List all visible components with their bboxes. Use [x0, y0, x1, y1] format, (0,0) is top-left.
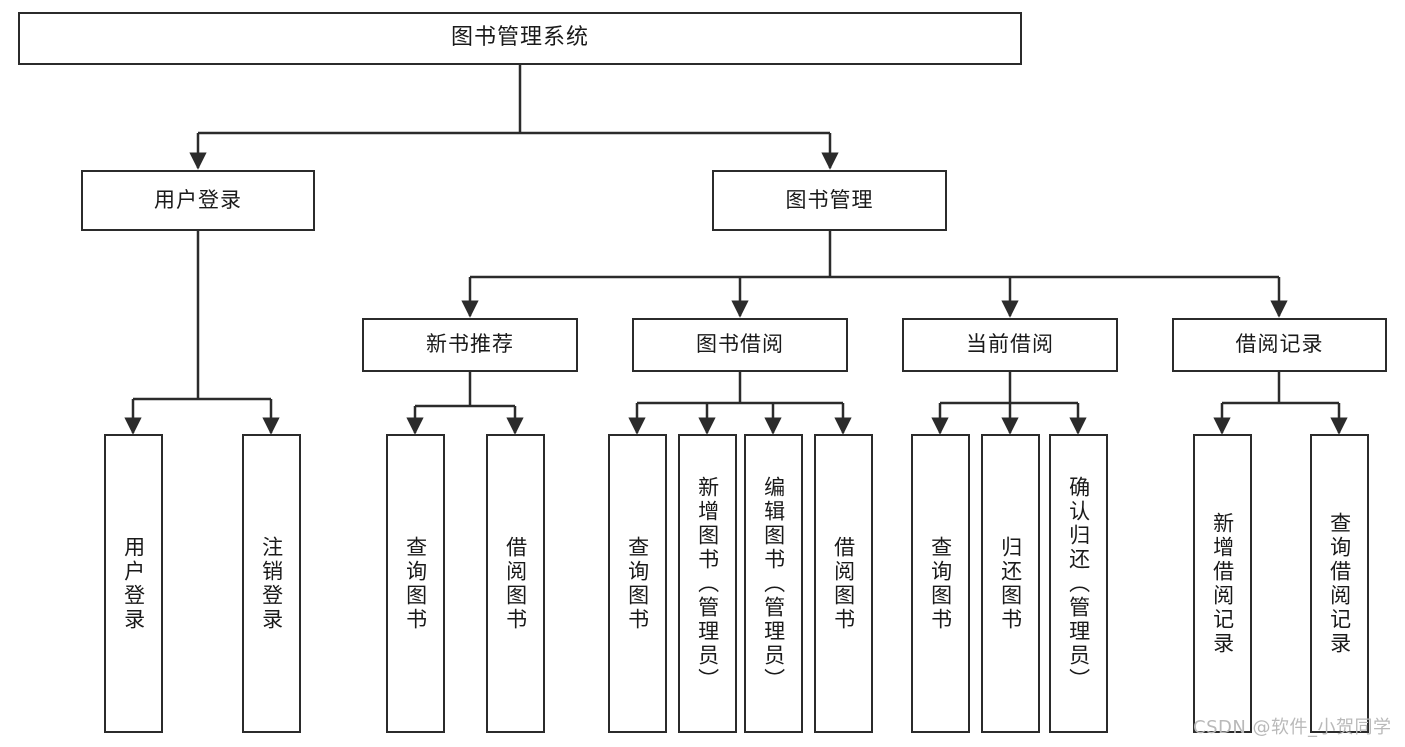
- csdn-watermark: CSDN @软件_小贺同学: [1193, 717, 1392, 738]
- node-new-book-recommend[interactable]: 新书推荐: [362, 318, 578, 372]
- leaf-current-borrow-query[interactable]: 查询图书: [911, 434, 970, 733]
- leaf-current-borrow-return[interactable]: 归还图书: [981, 434, 1040, 733]
- node-book-borrow[interactable]: 图书借阅: [632, 318, 848, 372]
- leaf-user-login-login[interactable]: 用户登录: [104, 434, 163, 733]
- node-user-login[interactable]: 用户登录: [81, 170, 315, 231]
- leaf-book-borrow-edit[interactable]: 编辑图书（管理员）: [744, 434, 803, 733]
- node-borrow-record[interactable]: 借阅记录: [1172, 318, 1387, 372]
- leaf-book-borrow-add[interactable]: 新增图书（管理员）: [678, 434, 737, 733]
- node-root[interactable]: 图书管理系统: [18, 12, 1022, 65]
- leaf-new-book-borrow[interactable]: 借阅图书: [486, 434, 545, 733]
- node-current-borrow[interactable]: 当前借阅: [902, 318, 1118, 372]
- leaf-borrow-record-query[interactable]: 查询借阅记录: [1310, 434, 1369, 733]
- leaf-book-borrow-query[interactable]: 查询图书: [608, 434, 667, 733]
- leaf-book-borrow-borrow[interactable]: 借阅图书: [814, 434, 873, 733]
- leaf-borrow-record-add[interactable]: 新增借阅记录: [1193, 434, 1252, 733]
- leaf-current-borrow-confirm[interactable]: 确认归还（管理员）: [1049, 434, 1108, 733]
- node-book-management[interactable]: 图书管理: [712, 170, 947, 231]
- leaf-user-login-logout[interactable]: 注销登录: [242, 434, 301, 733]
- leaf-new-book-query[interactable]: 查询图书: [386, 434, 445, 733]
